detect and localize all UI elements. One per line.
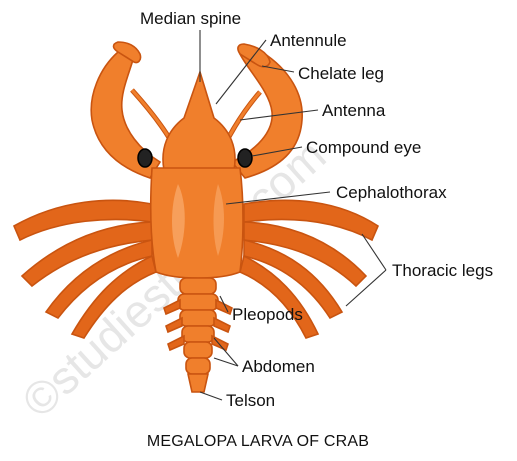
label-antenna: Antenna: [322, 101, 386, 120]
label-abdomen: Abdomen: [242, 357, 315, 376]
label-chelate-leg: Chelate leg: [298, 64, 384, 83]
label-antennule: Antennule: [270, 31, 347, 50]
abdomen: [178, 278, 218, 374]
label-median-spine: Median spine: [140, 9, 241, 28]
label-cephalothorax: Cephalothorax: [336, 183, 447, 202]
cephalothorax: [151, 168, 243, 278]
label-telson: Telson: [226, 391, 275, 410]
head-rostrum: [163, 72, 235, 170]
label-pleopods: Pleopods: [232, 305, 303, 324]
label-thoracic-legs: Thoracic legs: [392, 261, 493, 280]
leader-thoracic-1: [362, 234, 386, 270]
label-compound-eye: Compound eye: [306, 138, 421, 157]
telson: [188, 374, 208, 392]
compound-eye-left: [138, 149, 152, 167]
leader-telson: [200, 392, 222, 400]
diagram-caption: MEGALOPA LARVA OF CRAB: [147, 433, 369, 450]
compound-eye-right: [238, 149, 252, 167]
